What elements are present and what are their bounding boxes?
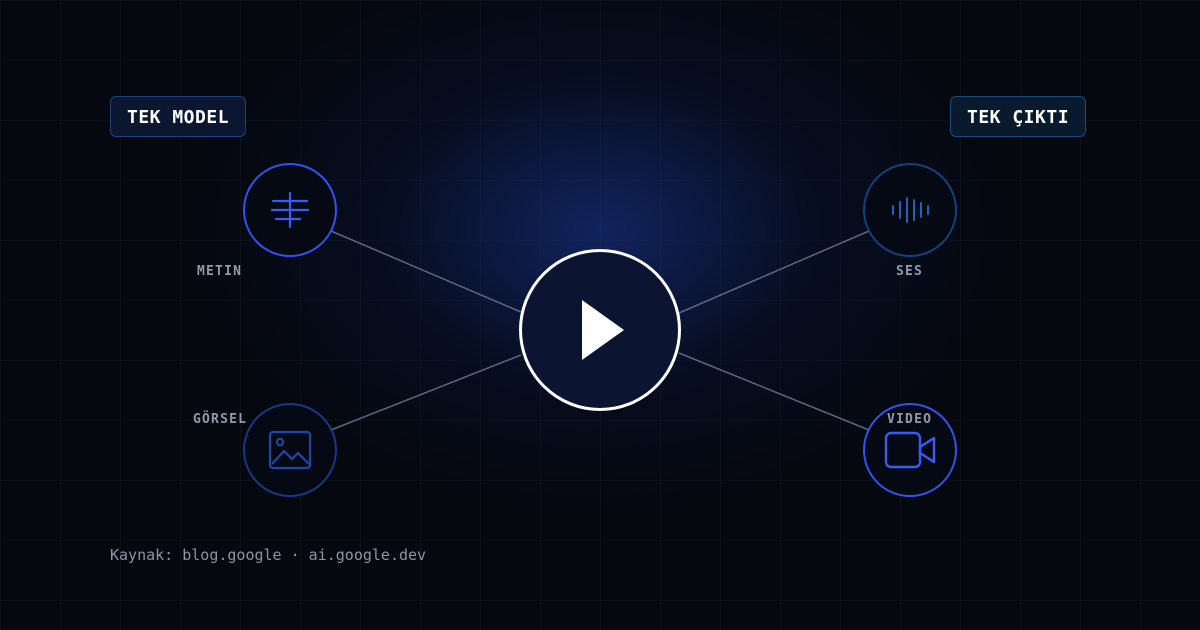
- link-ses: [678, 230, 870, 314]
- single-output-badge: TEK ÇIKTI: [950, 96, 1087, 137]
- single-model-badge: TEK MODEL: [110, 96, 247, 137]
- link-metin: [330, 230, 522, 313]
- text-input-label: METIN: [197, 264, 243, 279]
- text-input-icon: [269, 189, 311, 231]
- link-video: [678, 352, 870, 431]
- link-gorsel: [330, 354, 522, 431]
- audio-output-label: SES: [896, 264, 924, 279]
- image-input-label: GÖRSEL: [193, 412, 248, 427]
- play-icon: [582, 300, 624, 360]
- audio-waveform-icon: [890, 195, 930, 225]
- video-output-node: [863, 403, 957, 497]
- video-camera-icon: [884, 430, 936, 470]
- text-input-node: [243, 163, 337, 257]
- source-caption: Kaynak: blog.google · ai.google.dev: [110, 546, 427, 564]
- image-icon: [268, 430, 312, 470]
- play-button[interactable]: [519, 249, 681, 411]
- image-input-node: [243, 403, 337, 497]
- audio-output-node: [863, 163, 957, 257]
- video-output-label: VIDEO: [887, 412, 933, 427]
